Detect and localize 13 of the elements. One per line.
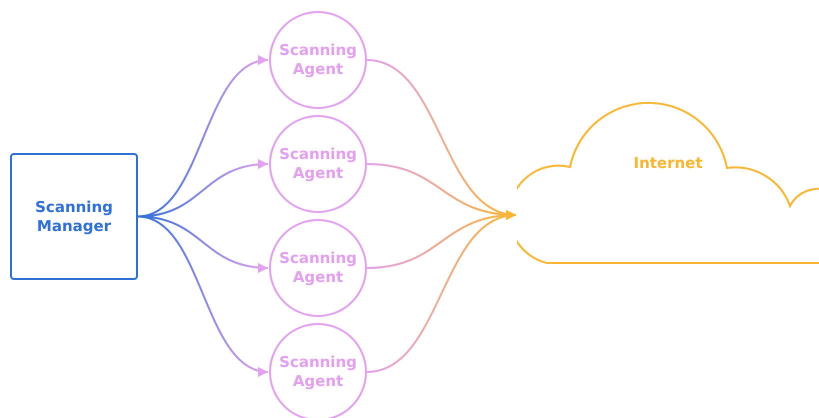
agent-circle xyxy=(269,115,367,213)
node-label: Internet xyxy=(633,154,703,172)
node-label: Scanning Agent xyxy=(278,145,358,183)
node-label: Scanning Manager xyxy=(34,198,114,236)
node-label: Scanning Agent xyxy=(278,353,358,391)
arrow xyxy=(366,212,516,373)
agent-circle xyxy=(269,323,367,418)
process-box xyxy=(10,153,138,280)
arrow xyxy=(138,216,268,375)
agent-circle xyxy=(269,219,367,317)
agent-circle xyxy=(269,11,367,109)
node-label: Scanning Agent xyxy=(278,249,358,287)
node-label: Scanning Agent xyxy=(278,41,358,79)
